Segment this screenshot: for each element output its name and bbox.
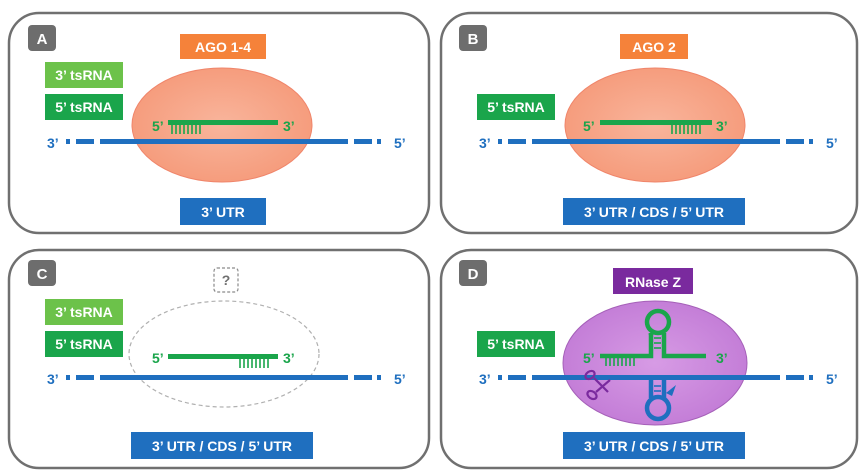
tsrna-label-5-prime: 5’ tsRNA — [55, 336, 113, 352]
tsrna-5-prime-end: 5’ — [583, 118, 595, 134]
tsrna-base-pairs — [171, 125, 201, 134]
panel-c-letter: C — [37, 266, 48, 283]
enzyme-label-ago-2: AGO 2 — [632, 39, 676, 55]
tsrna-3-prime-end: 3’ — [283, 350, 295, 366]
unknown-enzyme-label: ? — [222, 272, 231, 288]
mrna-5-prime-end: 5’ — [826, 135, 838, 151]
tsrna-strand — [168, 354, 278, 359]
region-box — [131, 432, 313, 459]
tsrna-5-prime-end: 5’ — [583, 350, 595, 366]
enzyme-box-ago-1-4 — [180, 34, 266, 59]
tsrna-box-5-prime — [477, 94, 555, 120]
mrna-strand — [498, 375, 813, 380]
tsrna-label-5-prime: 5’ tsRNA — [487, 336, 545, 352]
panel-b-letter-box — [459, 25, 487, 51]
region-label: 3’ UTR / CDS / 5’ UTR — [152, 438, 292, 454]
unknown-enzyme-box — [213, 267, 239, 293]
tsrna-label-5-prime: 5’ tsRNA — [55, 99, 113, 115]
enzyme-label-rnase-z: RNase Z — [625, 274, 681, 290]
tsrna-box-3-prime — [45, 299, 123, 325]
region-box — [563, 432, 745, 459]
mrna-5-prime-end: 5’ — [394, 135, 406, 151]
panel-d-letter-box — [459, 260, 487, 286]
panel-c-letter-box — [28, 260, 56, 286]
panel-c: C ? 3’ tsRNA 5’ tsRNA 5’ 3’ 3’ 5’ 3’ UTR… — [7, 248, 431, 470]
mrna-strand — [66, 139, 381, 144]
unknown-enzyme-ellipse — [128, 300, 320, 408]
tsrna-3-prime-end: 3’ — [716, 350, 728, 366]
tsrna-strand — [168, 120, 278, 125]
mrna-3-prime-end: 3’ — [47, 371, 59, 387]
enzyme-box-rnase-z — [613, 268, 693, 294]
tsrna-label-5-prime: 5’ tsRNA — [487, 99, 545, 115]
scissors-icon — [584, 369, 611, 401]
region-label: 3’ UTR / CDS / 5’ UTR — [584, 438, 724, 454]
tsrna-base-pairs — [671, 125, 701, 134]
blue-base-pairs — [654, 385, 661, 392]
rnase-z-ellipse — [562, 300, 748, 426]
mrna-strand — [498, 139, 813, 144]
tsrna-label-3-prime: 3’ tsRNA — [55, 67, 113, 83]
tsrna-box-5-prime — [45, 94, 123, 120]
blue-arrow-hook — [666, 385, 676, 396]
tsrna-strand — [600, 120, 712, 125]
tsrna-base-pairs — [239, 359, 269, 368]
mrna-3-prime-end: 3’ — [479, 135, 491, 151]
mrna-3-prime-end: 3’ — [479, 371, 491, 387]
panel-a-letter: A — [37, 31, 48, 48]
mrna-strand — [66, 375, 381, 380]
trna-cloverleaf-blue — [644, 380, 672, 422]
mrna-5-prime-end: 5’ — [826, 371, 838, 387]
tsrna-base-pairs — [605, 337, 661, 366]
mrna-3-prime-end: 3’ — [47, 135, 59, 151]
mrna-5-prime-end: 5’ — [394, 371, 406, 387]
region-label: 3’ UTR — [201, 204, 245, 220]
tsrna-box-5-prime — [477, 331, 555, 357]
tsrna-box-3-prime — [45, 62, 123, 88]
panel-a: A AGO 1-4 3’ tsRNA 5’ tsRNA 5’ 3’ 3’ 5’ — [7, 11, 431, 235]
region-box — [180, 198, 266, 225]
enzyme-box-ago-2 — [620, 34, 688, 59]
tsrna-3-prime-end: 3’ — [716, 118, 728, 134]
tsrna-box-5-prime — [45, 331, 123, 357]
panel-b: B AGO 2 5’ tsRNA 5’ 3’ 3’ 5’ 3’ UTR / CD… — [439, 11, 859, 235]
panel-b-letter: B — [468, 31, 479, 48]
region-label: 3’ UTR / CDS / 5’ UTR — [584, 204, 724, 220]
tsrna-5-prime-end: 5’ — [152, 118, 164, 134]
panel-a-letter-box — [28, 25, 56, 51]
region-box — [563, 198, 745, 225]
panel-d-letter: D — [468, 266, 479, 283]
panel-d: D RNase Z 5’ tsRNA 5’ 3’ 3’ — [439, 248, 859, 470]
tsrna-3-prime-end: 3’ — [283, 118, 295, 134]
tsrna-5-prime-end: 5’ — [152, 350, 164, 366]
tsrna-label-3-prime: 3’ tsRNA — [55, 304, 113, 320]
enzyme-label-ago-1-4: AGO 1-4 — [195, 39, 251, 55]
